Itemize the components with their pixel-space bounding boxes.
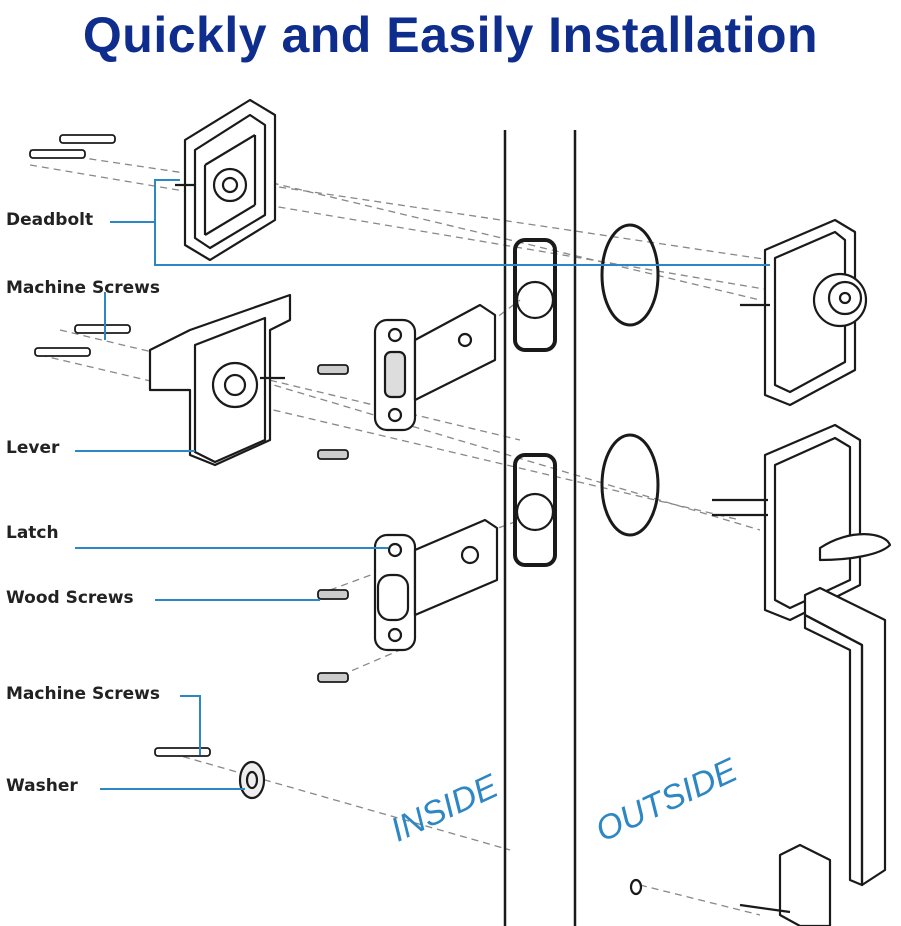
deadbolt-outside (740, 218, 868, 407)
label-latch: Latch (6, 523, 59, 543)
door-panel (503, 130, 660, 926)
lever-inside (148, 293, 292, 467)
alignment-lines (29, 149, 771, 916)
label-wood-screws: Wood Screws (6, 588, 134, 608)
latch-upper (373, 303, 497, 432)
label-machine-screws-bottom: Machine Screws (6, 684, 161, 704)
label-washer: Washer (6, 776, 78, 796)
deadbolt-inside (175, 98, 277, 262)
leader-lines (75, 179, 770, 790)
label-lever: Lever (6, 438, 60, 458)
handleset-outside (629, 423, 892, 926)
label-deadbolt: Deadbolt (6, 210, 94, 230)
washer-part (238, 760, 266, 800)
label-machine-screws-top: Machine Screws (6, 278, 161, 298)
page-title: Quickly and Easily Installation (82, 7, 819, 63)
screws (29, 134, 349, 757)
latch-lower (373, 518, 499, 652)
